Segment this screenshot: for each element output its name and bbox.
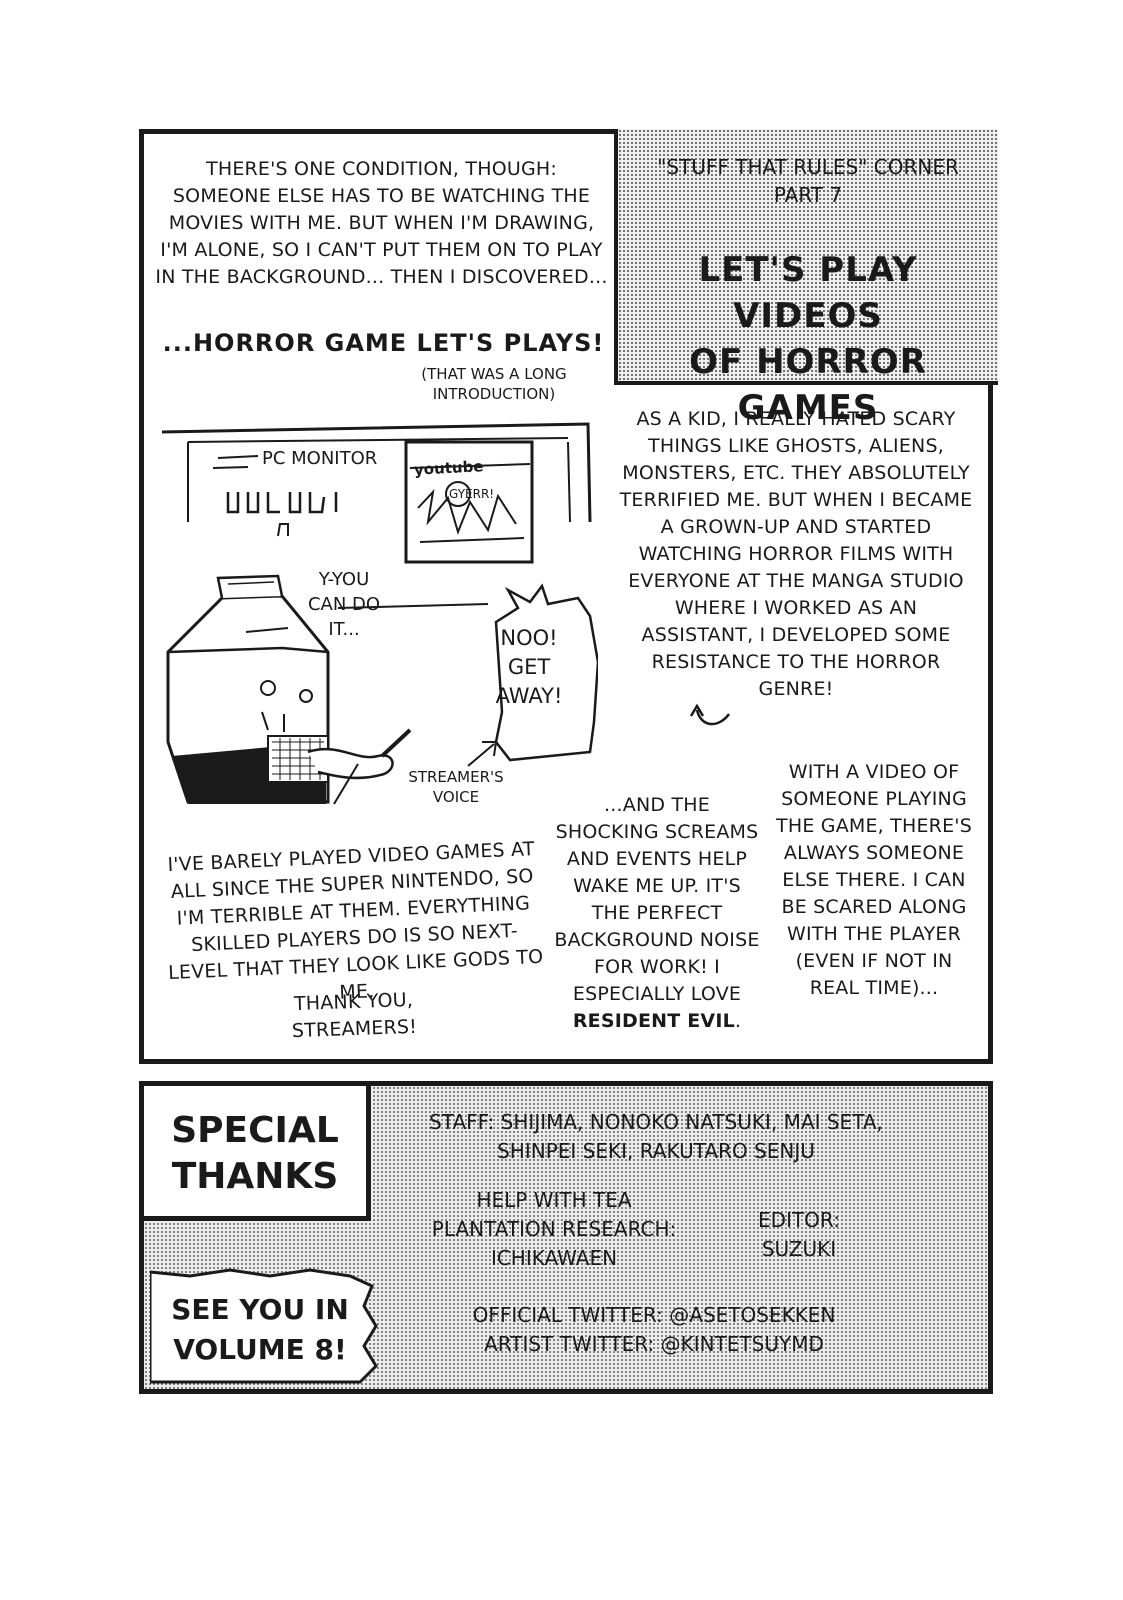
tea-line: PLANTATION RESEARCH: [431, 1217, 677, 1241]
essay-panel: "STUFF THAT RULES" CORNER PART 7 LET'S P… [139, 129, 998, 1064]
video-games-text: I'VE BARELY PLAYED VIDEO GAMES AT ALL SI… [167, 838, 544, 1004]
staff-credit: STAFF: SHIJIMA, NONOKO NATSUKI, MAI SETA… [396, 1108, 916, 1166]
corner-title-line: LET'S PLAY VIDEOS [698, 250, 918, 336]
editor-credit: EDITOR: SUZUKI [744, 1206, 854, 1264]
youtube-logo-label: youtube [413, 457, 484, 479]
corner-kicker: "STUFF THAT RULES" CORNER PART 7 [618, 153, 998, 209]
editor-line: SUZUKI [761, 1237, 837, 1261]
tea-line: ICHIKAWAEN [490, 1246, 618, 1270]
video-company-text: WITH A VIDEO OF SOMEONE PLAYING THE GAME… [776, 761, 972, 999]
childhood-text: AS A KID, I REALLY HATED SCARY THINGS LI… [619, 408, 973, 700]
resident-evil-title: RESIDENT EVIL [572, 1010, 735, 1032]
intro-highlight: ...HORROR GAME LET'S PLAYS! [162, 329, 605, 357]
gyerr-sfx: GYERR! [449, 487, 495, 501]
intro-text: THERE'S ONE CONDITION, THOUGH: SOMEONE E… [155, 158, 608, 288]
editor-line: EDITOR: [758, 1208, 840, 1232]
tea-research-credit: HELP WITH TEA PLANTATION RESEARCH: ICHIK… [414, 1186, 694, 1273]
desk-illustration [161, 422, 598, 805]
official-twitter: OFFICIAL TWITTER: @ASETOSEKKEN [472, 1303, 836, 1327]
special-thanks-line: SPECIAL [171, 1110, 339, 1151]
streamer-speech-bubble: NOO! GET AWAY! [495, 626, 563, 708]
character-speech: Y-YOU CAN DO IT... [307, 569, 381, 640]
corner-title: LET'S PLAY VIDEOS OF HORROR GAMES [618, 247, 998, 431]
pc-monitor-label: PC MONITOR [262, 448, 378, 469]
corner-part-line: PART 7 [773, 183, 843, 207]
special-thanks-line: THANKS [171, 1156, 339, 1197]
artist-twitter: ARTIST TWITTER: @KINTETSUYMD [484, 1332, 824, 1356]
corner-kicker-line: "STUFF THAT RULES" CORNER [657, 155, 959, 179]
corner-title-line: OF HORROR GAMES [689, 342, 927, 428]
corner-title-box: "STUFF THAT RULES" CORNER PART 7 LET'S P… [614, 129, 998, 428]
staff-line: STAFF: SHIJIMA, NONOKO NATSUKI, MAI SETA… [429, 1110, 883, 1134]
see-you-bubble: SEE YOU IN VOLUME 8! [150, 1266, 380, 1386]
see-you-line: SEE YOU IN [171, 1293, 349, 1326]
credits-panel: SPECIAL THANKS SEE YOU IN VOLUME 8! STAF… [139, 1081, 993, 1394]
streamer-voice-label: STREAMER'S VOICE [408, 768, 504, 806]
intro-aside: (THAT WAS A LONG INTRODUCTION) [421, 365, 567, 403]
see-you-text: SEE YOU IN VOLUME 8! [160, 1290, 360, 1370]
see-you-line: VOLUME 8! [173, 1333, 347, 1366]
staff-line: SHINPEI SEKI, RAKUTARO SENJU [497, 1139, 815, 1163]
thank-streamers-text: THANK YOU, STREAMERS! [291, 988, 418, 1043]
special-thanks-title: SPECIAL THANKS [144, 1108, 366, 1200]
shock-body: ...AND THE SHOCKING SCREAMS AND EVENTS H… [554, 794, 760, 1005]
curly-arrow-icon [689, 703, 731, 726]
pen-icon [380, 728, 412, 758]
twitter-credits: OFFICIAL TWITTER: @ASETOSEKKEN ARTIST TW… [434, 1301, 874, 1359]
jagged-bubble-shape [150, 1268, 378, 1384]
tea-line: HELP WITH TEA [476, 1188, 632, 1212]
shocking-screams-text: ...AND THE SHOCKING SCREAMS AND EVENTS H… [552, 792, 762, 1035]
shock-period: . [734, 1010, 742, 1032]
special-thanks-box: SPECIAL THANKS [139, 1081, 371, 1221]
